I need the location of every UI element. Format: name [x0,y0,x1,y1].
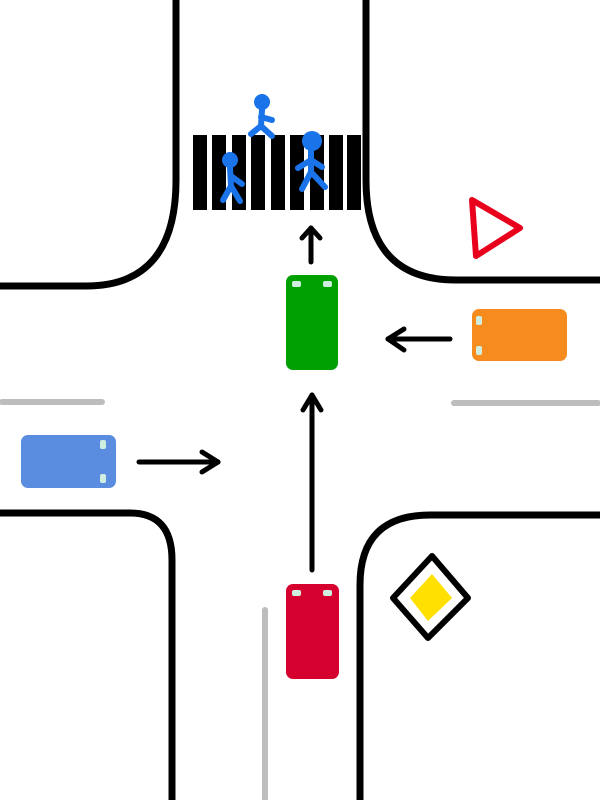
vehicle-orange-car [472,309,567,361]
yield-triangle-icon [469,197,523,259]
headlight [292,590,301,596]
pedestrian-right [295,131,328,192]
crosswalk-stripe [193,135,207,210]
road-edge-bottom-left [0,509,176,800]
crosswalk-stripe [329,135,343,210]
road-edge-top-left [0,0,180,290]
orange-car-arrow [385,326,453,353]
headlight [100,474,106,483]
headlight [323,281,332,287]
crosswalk-stripe [251,135,265,210]
vehicle-blue-car [21,435,116,488]
vehicle-red-car [286,584,339,679]
blue-car-arrow [136,449,221,475]
crosswalk-stripe [212,135,226,210]
pedestrian-left [220,152,245,204]
priority-road-sign [390,553,471,641]
red-car-arrow [300,392,324,573]
crosswalk [193,135,361,210]
crosswalk-stripe [347,135,361,210]
yield-sign [469,197,523,259]
headlight [292,281,301,287]
headlight [476,316,482,325]
pedestrian-top [248,94,275,139]
headlight [100,440,106,449]
lane-markings [0,399,600,800]
crosswalk-stripe [290,135,304,210]
vehicle-green-car [286,275,338,370]
road-edge-bottom-right [356,511,600,800]
green-car-arrow [299,225,323,265]
headlight [476,346,482,355]
headlight [323,590,332,596]
crosswalk-stripe [271,135,285,210]
priority-diamond-inner [410,574,452,621]
direction-arrows [136,225,453,573]
road-edge-top-right [362,0,600,284]
